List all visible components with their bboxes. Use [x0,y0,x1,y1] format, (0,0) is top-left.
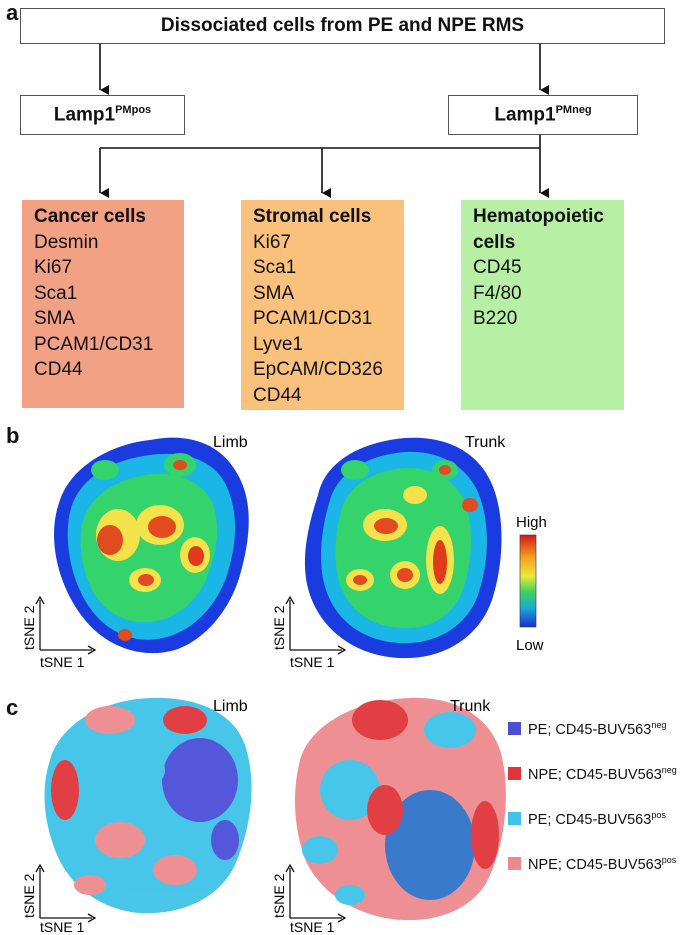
axis-arrows-b-right [285,595,347,655]
marker-item: B220 [473,308,518,329]
trunk-density-title: Trunk [465,434,506,451]
legend-item-npe-neg: NPE; CD45-BUV563neg [508,765,677,783]
marker-item: Ki67 [34,257,73,278]
legend-swatch [508,811,521,825]
axis-y-label-b-left: tSNE 2 [21,605,37,650]
density-colorbar [519,534,537,628]
marker-item: F4/80 [473,282,522,304]
colorbar-high-label: High [516,514,547,531]
legend-item-pe-pos: PE; CD45-BUV563pos [508,810,666,828]
marker-item: PCAM1/CD31 [34,333,154,355]
marker-item: Sca1 [34,282,78,304]
marker-item: Lyve1 [253,333,303,355]
lamp1-pmpos-label: Lamp1PMpos [53,103,152,126]
legend-swatch [508,766,521,780]
source-box: Dissociated cells from PE and NPE RMS [20,8,665,44]
panel-label-b: b [6,423,20,448]
axis-x-label-b-left: tSNE 1 [40,654,85,670]
marker-item: SMA [34,308,76,329]
flow-arrows [99,44,549,198]
cancer-cells-box: Cancer cells Desmin Ki67 Sca1 SMA PCAM1/… [22,200,184,408]
category-title: Hematopoietic cells [473,206,604,253]
legend-item-pe-neg: PE; CD45-BUV563neg [508,720,666,738]
limb-scatter-map [44,697,252,914]
trunk-scatter-title: Trunk [450,698,491,715]
axis-y-label-b-right: tSNE 2 [271,605,287,650]
axis-arrows-c-left [35,863,97,923]
lamp1-pmneg-label: Lamp1PMneg [494,103,592,126]
marker-item: CD44 [34,359,83,380]
category-title: Stromal cells [253,206,372,227]
marker-item: SMA [253,282,295,304]
colorbar-low-label: Low [516,637,544,654]
limb-density-map [54,437,249,654]
trunk-density-map [304,437,502,659]
axis-y-label-c-right: tSNE 2 [271,873,287,918]
hematopoietic-cells-box: Hematopoietic cells CD45 F4/80 B220 [461,200,624,410]
marker-item: Ki67 [253,231,292,253]
trunk-scatter-map [295,697,506,921]
legend-swatch [508,721,521,735]
marker-item: CD45 [473,257,522,278]
panel-label-a: a [6,0,19,25]
lamp1-pmneg-box: Lamp1PMneg [448,95,638,135]
legend-swatch [508,856,521,870]
limb-density-title: Limb [213,434,248,451]
lamp1-pmpos-box: Lamp1PMpos [20,95,185,135]
axis-x-label-c-right: tSNE 1 [290,919,335,935]
marker-item: CD44 [253,384,302,406]
marker-item: Desmin [34,231,99,253]
marker-item: EpCAM/CD326 [253,359,383,380]
panel-label-c: c [6,695,19,720]
axis-x-label-b-right: tSNE 1 [290,654,335,670]
legend-item-npe-pos: NPE; CD45-BUV563pos [508,855,676,873]
axis-arrows-b-left [35,595,97,655]
source-box-label: Dissociated cells from PE and NPE RMS [160,15,525,36]
category-title: Cancer cells [34,206,146,227]
axis-arrows-c-right [285,863,347,923]
stromal-cells-box: Stromal cells Ki67 Sca1 SMA PCAM1/CD31 L… [241,200,404,410]
limb-scatter-title: Limb [213,698,248,715]
marker-item: PCAM1/CD31 [253,308,373,329]
axis-x-label-c-left: tSNE 1 [40,919,85,935]
marker-item: Sca1 [253,257,297,278]
axis-y-label-c-left: tSNE 2 [21,873,37,918]
